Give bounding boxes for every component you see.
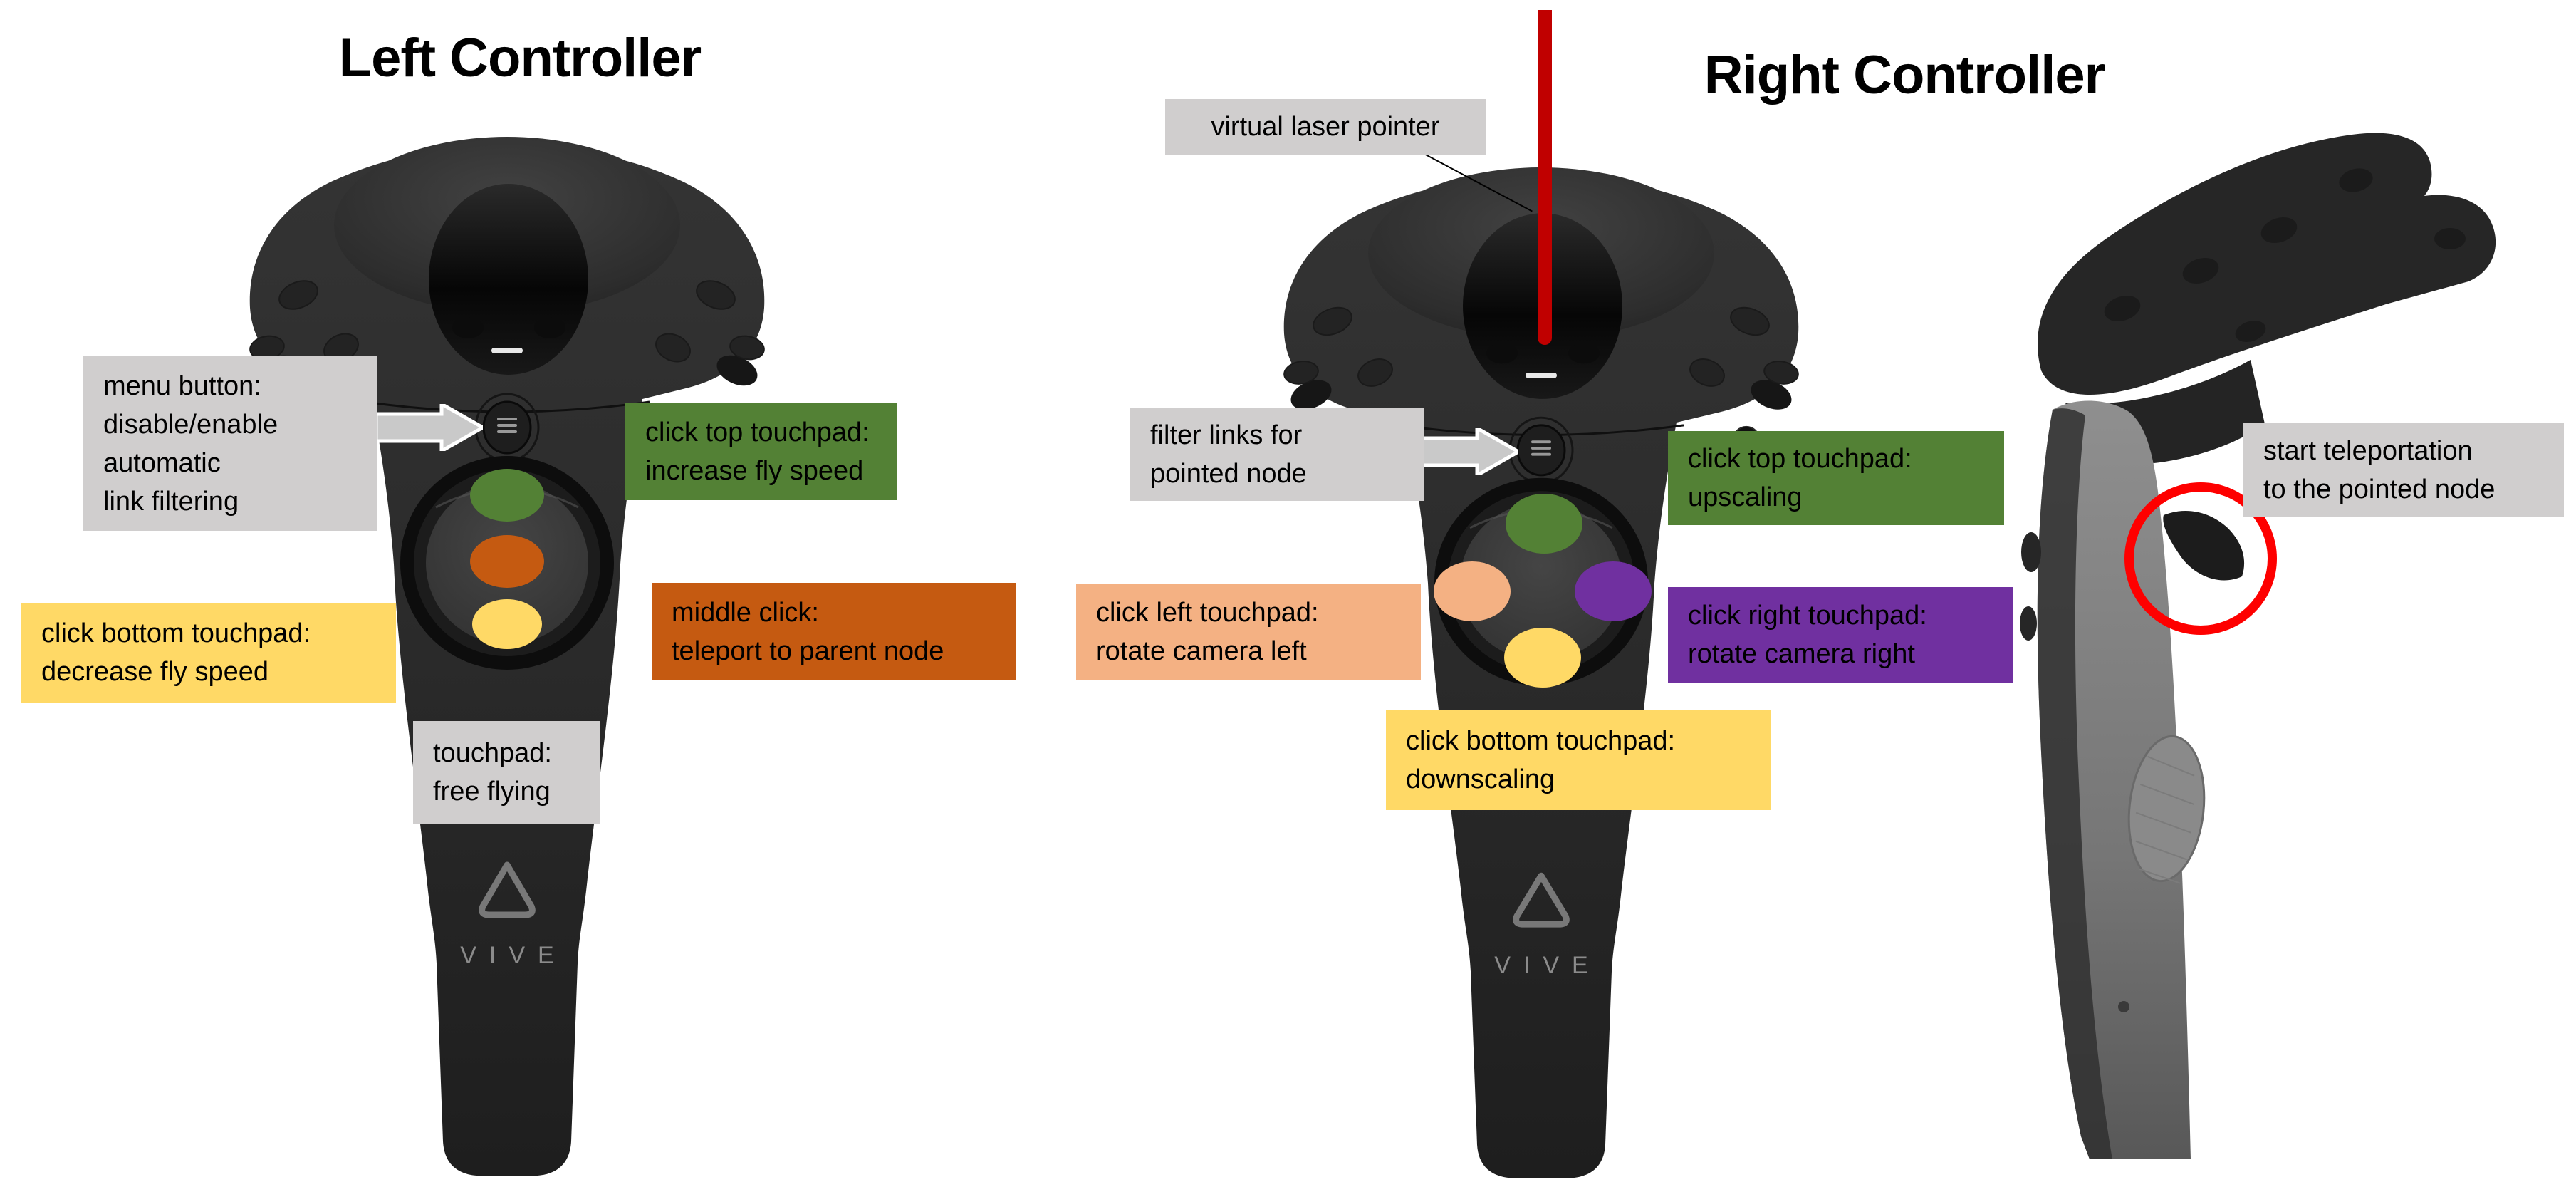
label-left-top-touchpad: click top touchpad: increase fly speed bbox=[625, 403, 897, 500]
label-left-bottom-touchpad: click bottom touchpad: decrease fly spee… bbox=[21, 603, 396, 703]
left-touchpad-middle-dot bbox=[470, 535, 544, 588]
label-line: decrease fly speed bbox=[41, 657, 268, 687]
label-line: rotate camera right bbox=[1688, 639, 1915, 669]
label-line: virtual laser pointer bbox=[1211, 112, 1440, 142]
label-start-teleportation: start teleportation to the pointed node bbox=[2243, 423, 2564, 517]
label-line: pointed node bbox=[1150, 459, 1307, 489]
label-line: upscaling bbox=[1688, 482, 1803, 512]
label-line: start teleportation bbox=[2263, 435, 2473, 466]
label-line: click right touchpad: bbox=[1688, 601, 1927, 631]
laser-beam-icon bbox=[1538, 10, 1552, 345]
label-line: disable/enable bbox=[103, 409, 278, 440]
right-controller-title: Right Controller bbox=[1704, 45, 2105, 105]
label-line: to the pointed node bbox=[2263, 474, 2496, 504]
label-line: click left touchpad: bbox=[1096, 598, 1319, 628]
label-line: link filtering bbox=[103, 486, 239, 517]
label-menu-button: menu button: disable/enable automatic li… bbox=[83, 356, 377, 531]
right-touchpad-top-dot bbox=[1506, 494, 1582, 554]
label-line: rotate camera left bbox=[1096, 636, 1307, 666]
label-line: middle click: bbox=[672, 597, 819, 628]
side-controller-illustration bbox=[2016, 125, 2576, 1165]
right-vive-logo-text: VIVE bbox=[1494, 952, 1601, 979]
label-line: filter links for bbox=[1150, 420, 1303, 450]
right-touchpad-left-dot bbox=[1434, 561, 1511, 621]
label-line: automatic bbox=[103, 447, 221, 478]
label-filter-links: filter links for pointed node bbox=[1130, 408, 1424, 501]
label-line: increase fly speed bbox=[645, 455, 864, 486]
label-right-top-touchpad: click top touchpad: upscaling bbox=[1668, 431, 2004, 525]
label-line: click top touchpad: bbox=[1688, 444, 1912, 474]
left-vive-logo-text: VIVE bbox=[460, 942, 567, 969]
label-line: click top touchpad: bbox=[645, 417, 870, 447]
right-touchpad-right-dot bbox=[1575, 561, 1652, 621]
label-touchpad-free-flying: touchpad: free flying bbox=[413, 721, 600, 824]
left-controller-title: Left Controller bbox=[338, 28, 702, 88]
left-touchpad-bottom-dot bbox=[472, 599, 542, 649]
label-right-bottom-touchpad: click bottom touchpad: downscaling bbox=[1386, 710, 1771, 810]
label-right-left-touchpad: click left touchpad: rotate camera left bbox=[1076, 584, 1421, 680]
right-menu-arrow-icon bbox=[1412, 428, 1518, 475]
label-line: free flying bbox=[433, 777, 551, 807]
left-menu-arrow-icon bbox=[376, 404, 483, 451]
label-line: downscaling bbox=[1406, 764, 1555, 794]
label-line: click bottom touchpad: bbox=[1406, 726, 1676, 756]
label-middle-click: middle click: teleport to parent node bbox=[652, 583, 1016, 680]
label-line: click bottom touchpad: bbox=[41, 618, 311, 648]
label-line: touchpad: bbox=[433, 738, 552, 768]
left-touchpad-top-dot bbox=[470, 469, 544, 522]
label-right-right-touchpad: click right touchpad: rotate camera righ… bbox=[1668, 587, 2013, 683]
label-line: menu button: bbox=[103, 370, 261, 401]
label-virtual-laser-pointer: virtual laser pointer bbox=[1165, 99, 1486, 155]
label-line: teleport to parent node bbox=[672, 636, 944, 666]
right-touchpad-bottom-dot bbox=[1504, 628, 1581, 688]
